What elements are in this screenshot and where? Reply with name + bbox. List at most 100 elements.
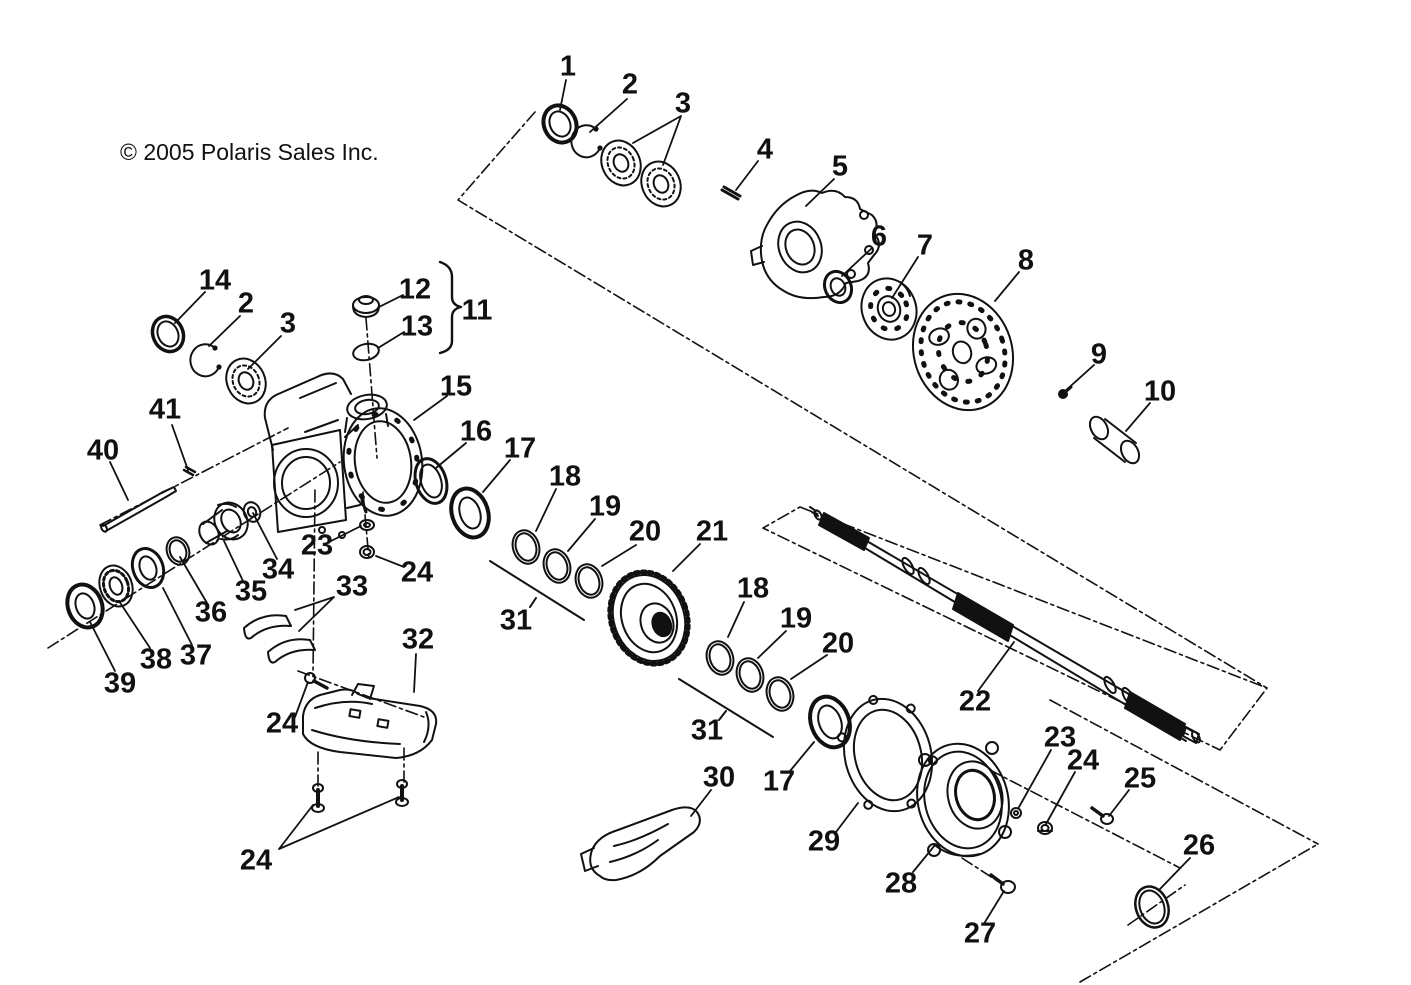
- callout-34: 34: [261, 553, 295, 586]
- callout-38: 38: [139, 643, 173, 676]
- part-24a-nut: [359, 545, 375, 559]
- part-28-hub-carrier: [916, 741, 1012, 858]
- part-22-axle: [809, 506, 1201, 744]
- callout-36: 36: [194, 596, 228, 629]
- callout-24-d: 24: [1066, 744, 1100, 777]
- part-38-bearing: [98, 564, 134, 608]
- callout-11: 11: [461, 294, 493, 327]
- part-23a-washer: [359, 519, 375, 531]
- callout-21: 21: [695, 515, 729, 548]
- callout-13: 13: [400, 310, 434, 343]
- group-bracket-31a: [489, 560, 585, 621]
- callout-29: 29: [807, 825, 841, 858]
- part-32-skid-plate: [302, 683, 438, 759]
- copyright-text: © 2005 Polaris Sales Inc.: [120, 139, 379, 165]
- part-23b-washer: [1010, 807, 1022, 819]
- part-40-rod: [100, 486, 177, 533]
- part-15-gearcase: [263, 372, 424, 539]
- callout-17-b: 17: [762, 765, 796, 798]
- part-24c-bolts: [311, 779, 409, 813]
- callout-25: 25: [1123, 762, 1157, 795]
- part-3b-bearing: [225, 357, 267, 405]
- part-7-hub: [860, 277, 918, 341]
- part-17c-seal: [808, 694, 852, 750]
- part-41-clip: [182, 465, 197, 477]
- callout-4: 4: [756, 133, 774, 166]
- part-26-o-ring: [1134, 885, 1170, 929]
- part-13-o-ring: [352, 342, 380, 362]
- callout-18-b: 18: [736, 572, 770, 605]
- part-39-seal: [65, 582, 105, 630]
- group-bracket-11: [438, 260, 463, 355]
- callout-5: 5: [831, 150, 849, 183]
- callout-37: 37: [179, 639, 213, 672]
- part-1-seal: [541, 103, 579, 145]
- callout-23: 23: [300, 529, 334, 562]
- part-20-o-ring: [574, 563, 604, 599]
- callout-3: 3: [674, 87, 692, 120]
- part-29-gasket: [836, 694, 938, 813]
- part-36-ring: [165, 536, 191, 566]
- part-24d-nut: [1037, 821, 1053, 835]
- callout-39: 39: [103, 667, 137, 700]
- callout-30: 30: [702, 761, 736, 794]
- callout-9: 9: [1090, 338, 1108, 371]
- part-18-o-ring: [511, 529, 541, 565]
- part-21-ring-gear: [607, 569, 691, 667]
- callout-15: 15: [439, 370, 473, 403]
- part-6-ring: [822, 269, 854, 305]
- callout-19: 19: [588, 490, 622, 523]
- callout-32: 32: [401, 623, 435, 656]
- callout-35: 35: [234, 575, 268, 608]
- part-17-seal: [449, 486, 491, 540]
- group-bracket-31b: [678, 678, 774, 738]
- part-25-bolt: [1090, 806, 1114, 825]
- part-4-pin: [720, 185, 742, 201]
- callout-14: 14: [198, 264, 232, 297]
- callout-41: 41: [148, 393, 182, 426]
- callout-3-b: 3: [279, 307, 297, 340]
- part-24b-bolt: [304, 672, 329, 690]
- callout-19-b: 19: [779, 602, 813, 635]
- part-14-ring: [150, 314, 186, 354]
- part-18b-o-ring: [705, 640, 735, 676]
- leader-lines: [89, 79, 1191, 923]
- callout-2: 2: [621, 68, 639, 101]
- callout-1: 1: [559, 50, 577, 83]
- part-9-screw: [1058, 385, 1073, 399]
- part-16-ring: [413, 457, 449, 505]
- callout-27: 27: [963, 917, 997, 950]
- callout-12: 12: [398, 273, 432, 306]
- callout-20-b: 20: [821, 627, 855, 660]
- callout-24-b: 24: [265, 707, 299, 740]
- part-37-bearing: [130, 547, 166, 589]
- part-27-bolt: [989, 873, 1016, 894]
- part-19-o-ring: [542, 548, 572, 584]
- part-5-cover: [750, 189, 880, 300]
- part-34-nut: [242, 501, 262, 523]
- callout-10: 10: [1143, 375, 1177, 408]
- callout-28: 28: [884, 867, 918, 900]
- part-20b-o-ring: [765, 676, 795, 712]
- callout-2-b: 2: [237, 287, 255, 320]
- callout-24-c: 24: [239, 844, 273, 877]
- callout-24: 24: [400, 556, 434, 589]
- callout-16: 16: [459, 415, 493, 448]
- part-19b-o-ring: [735, 657, 765, 693]
- callout-40: 40: [86, 434, 120, 467]
- part-3-bearings: [600, 139, 682, 208]
- callout-7: 7: [916, 229, 934, 262]
- part-12-plug: [352, 295, 380, 318]
- callout-6: 6: [870, 220, 888, 253]
- callout-26: 26: [1182, 829, 1216, 862]
- callout-17: 17: [503, 432, 537, 465]
- callout-31-b: 31: [690, 714, 724, 747]
- callout-20: 20: [628, 515, 662, 548]
- callout-22: 22: [958, 685, 992, 718]
- callout-23-b: 23: [1043, 721, 1077, 754]
- callout-8: 8: [1017, 244, 1035, 277]
- callout-33: 33: [335, 570, 369, 603]
- callout-18: 18: [548, 460, 582, 493]
